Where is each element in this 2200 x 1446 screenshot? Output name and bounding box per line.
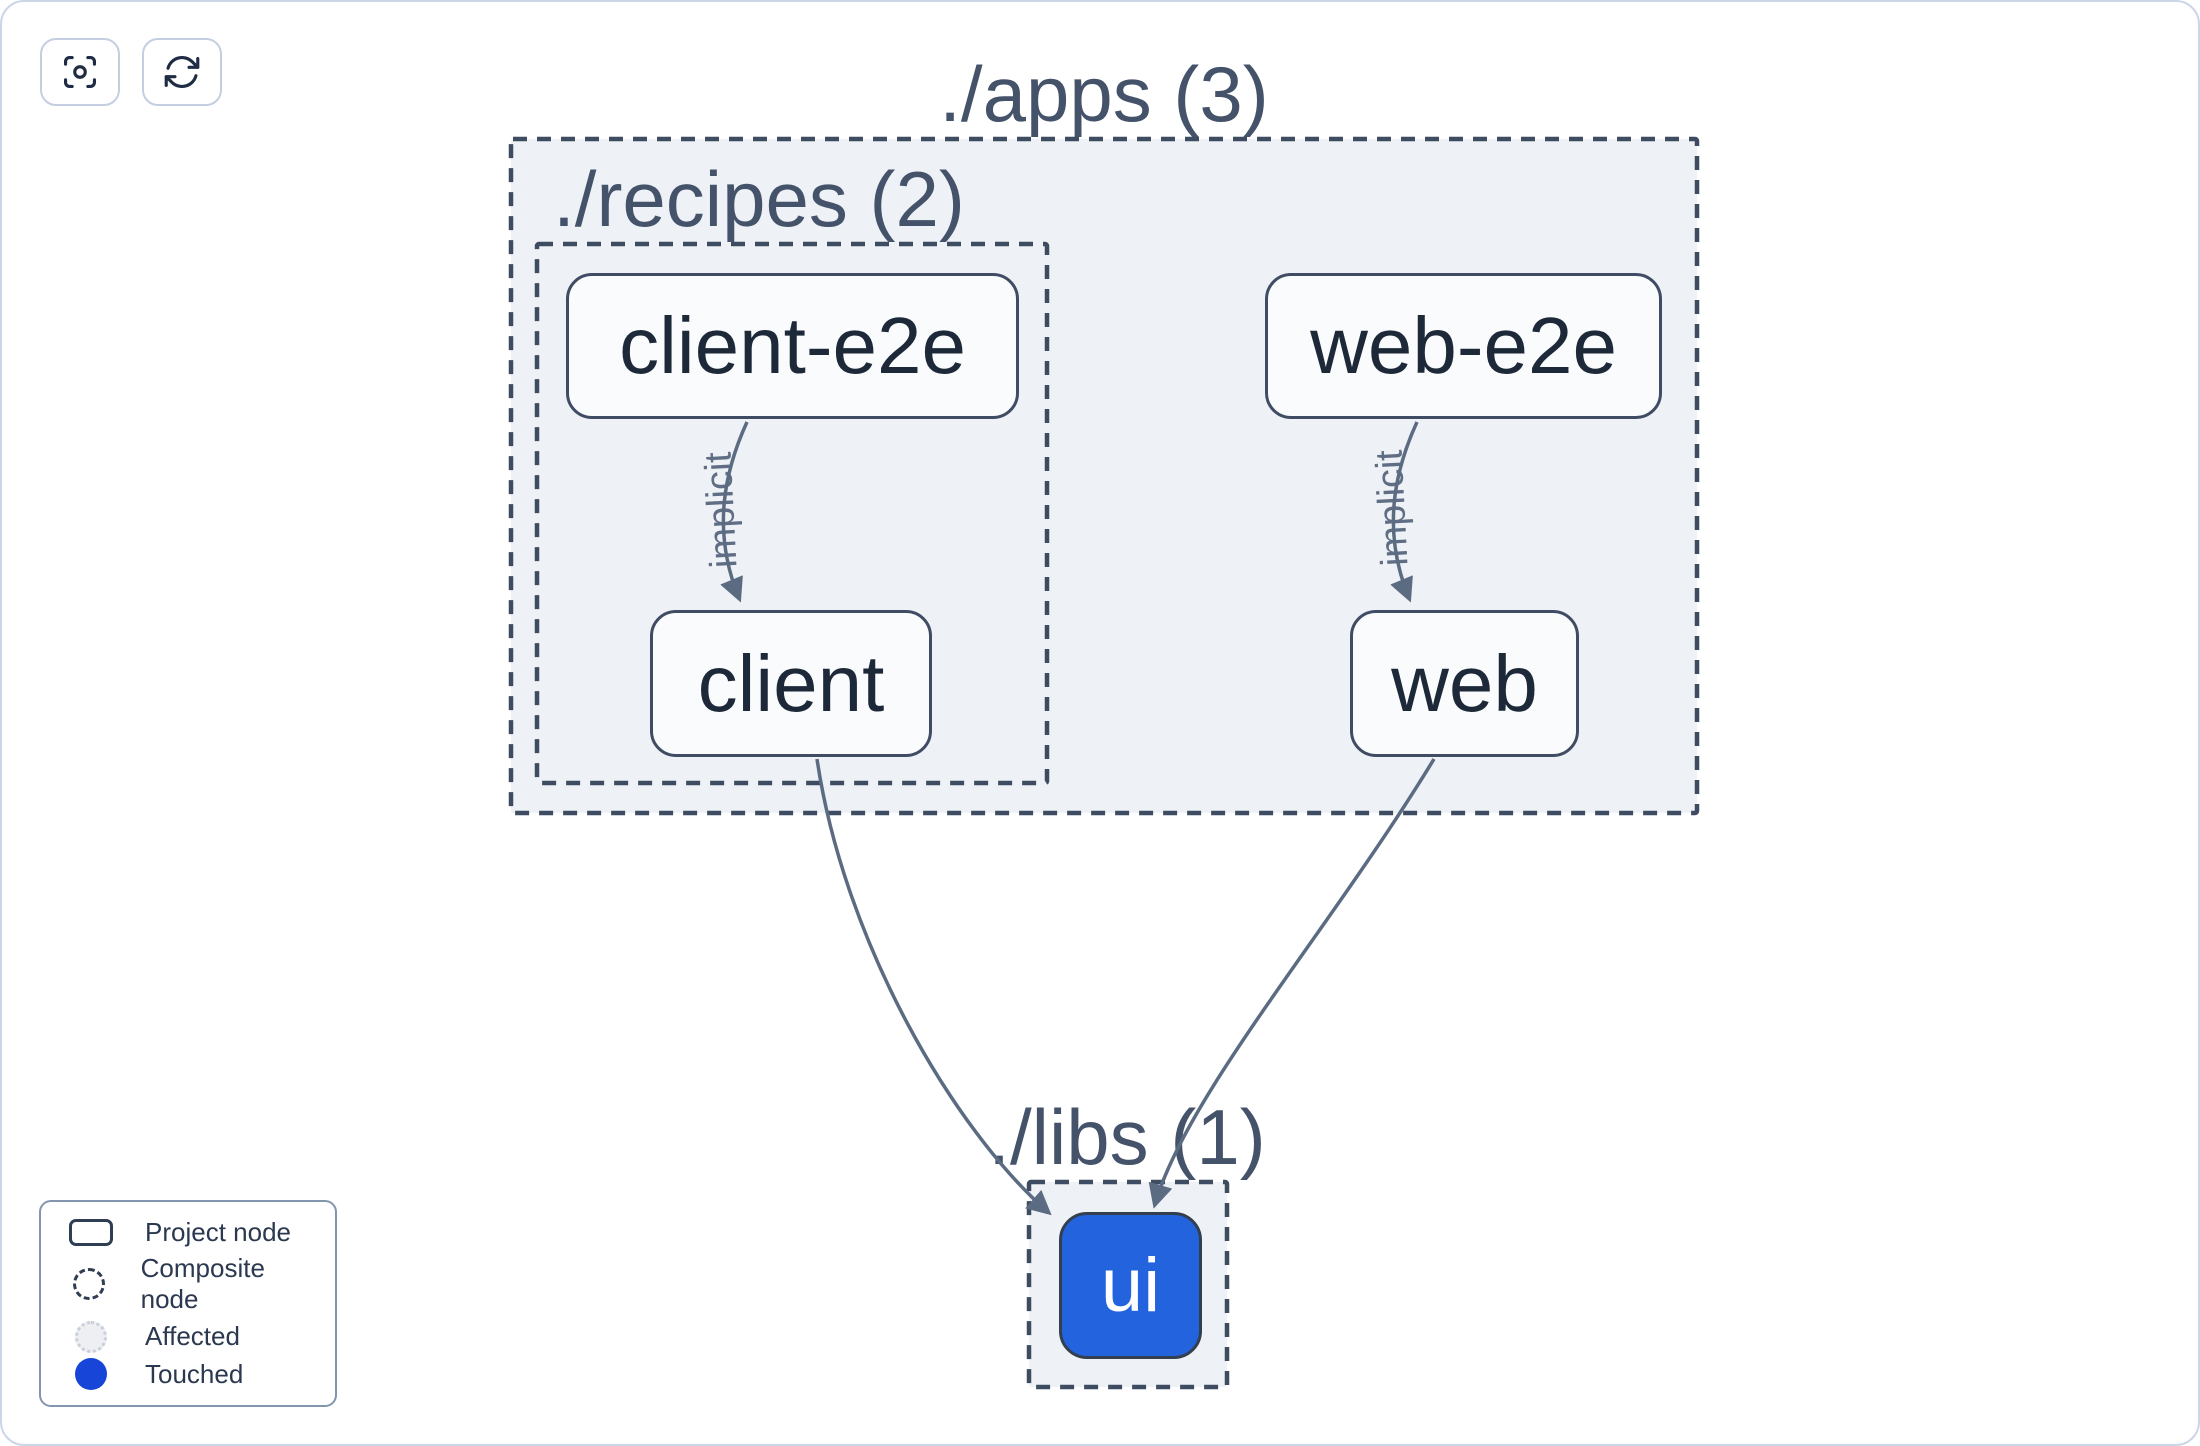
project-node-swatch-icon (69, 1218, 113, 1246)
affected-swatch-icon (75, 1320, 107, 1353)
refresh-button[interactable] (142, 38, 222, 106)
group-title-libs[interactable]: ./libs (1) (988, 1093, 1266, 1181)
legend-label: Touched (145, 1358, 244, 1389)
group-title-apps[interactable]: ./apps (3) (939, 50, 1269, 138)
legend-row-project-node: Project node (59, 1217, 317, 1248)
node-client[interactable]: client (650, 610, 932, 757)
legend-row-touched: Touched (59, 1358, 317, 1391)
legend: Project node Composite node Affected Tou… (39, 1200, 337, 1407)
legend-label: Affected (145, 1321, 240, 1352)
zoom-to-fit-button[interactable] (40, 38, 120, 106)
composite-node-swatch-icon (72, 1268, 105, 1301)
node-web[interactable]: web (1350, 610, 1579, 757)
node-ui[interactable]: ui (1059, 1212, 1202, 1359)
refresh-icon (164, 56, 200, 88)
focus-icon (63, 55, 97, 89)
legend-label: Composite node (140, 1253, 265, 1315)
node-client-e2e[interactable]: client-e2e (566, 273, 1019, 419)
legend-row-affected: Affected (59, 1320, 317, 1353)
group-title-recipes[interactable]: ./recipes (2) (553, 155, 965, 243)
node-web-e2e[interactable]: web-e2e (1265, 273, 1662, 419)
edge-label-implicit-client: implicit (697, 450, 746, 570)
edge-label-implicit-web: implicit (1368, 448, 1417, 568)
legend-label: Project node (145, 1216, 291, 1247)
legend-row-composite-node: Composite node (59, 1253, 317, 1315)
touched-swatch-icon (75, 1358, 107, 1391)
